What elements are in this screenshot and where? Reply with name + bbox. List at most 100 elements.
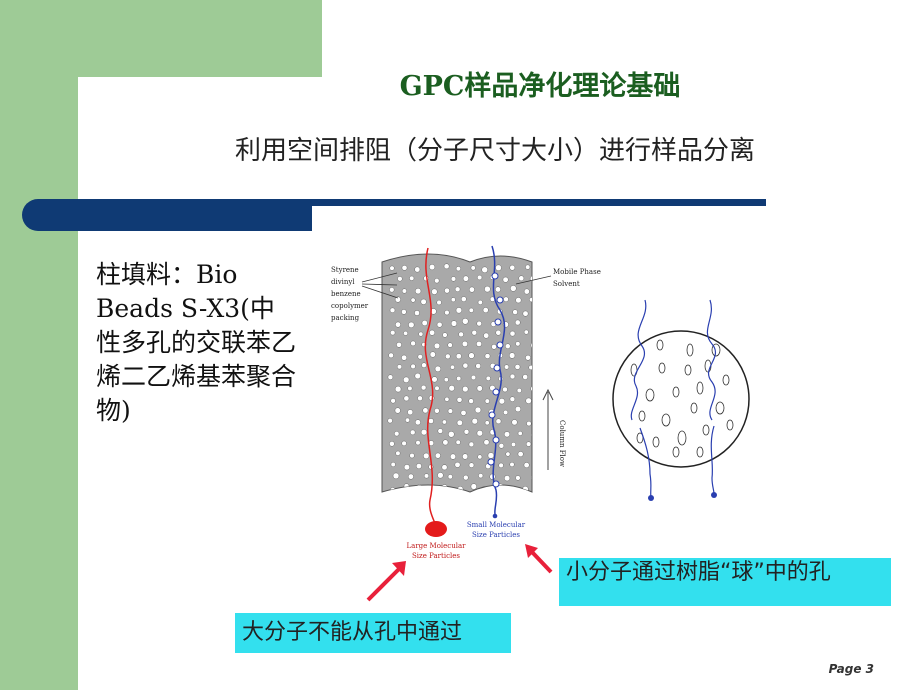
red-arrow-to-large xyxy=(366,561,406,602)
pore-bead xyxy=(450,364,455,370)
pore-bead xyxy=(387,418,393,424)
pore-bead xyxy=(532,409,536,413)
pore-bead xyxy=(441,484,448,491)
pore-bead xyxy=(423,473,430,479)
pore-bead xyxy=(409,452,415,459)
column-flow-arrow xyxy=(542,388,554,470)
sphere-pore xyxy=(696,381,704,395)
pore-bead xyxy=(415,440,421,446)
pore-bead xyxy=(395,321,401,328)
pore-bead xyxy=(401,440,407,447)
pore-bead xyxy=(407,409,414,416)
pore-bead xyxy=(390,398,396,404)
pore-bead xyxy=(394,431,400,437)
pore-bead xyxy=(423,452,430,460)
pore-bead xyxy=(503,409,509,415)
slide-title: GPC样品净化理论基础 xyxy=(399,71,681,102)
pore-bead xyxy=(470,265,476,271)
pore-bead xyxy=(403,395,410,402)
pore-bead xyxy=(484,353,491,359)
pore-bead xyxy=(495,286,501,293)
pore-bead xyxy=(436,299,442,306)
pore-bead xyxy=(522,310,529,317)
small-particles-label-line: Size Particles xyxy=(472,531,520,539)
resin-bead-sphere xyxy=(612,330,750,468)
pore-bead xyxy=(478,473,484,479)
pore-bead xyxy=(476,340,482,347)
pore-bead xyxy=(468,352,475,359)
pore-bead xyxy=(477,299,483,305)
pore-stop xyxy=(496,341,504,349)
pore-bead xyxy=(394,385,402,393)
pore-bead xyxy=(388,352,394,359)
pore-bead xyxy=(522,374,529,380)
mobile-phase-label-line: Solvent xyxy=(553,280,580,288)
pore-bead xyxy=(394,407,401,414)
pore-bead xyxy=(443,263,450,270)
pore-bead xyxy=(455,266,461,272)
pore-bead xyxy=(442,332,448,338)
green-top-band xyxy=(0,0,322,77)
large-molecule-path xyxy=(424,247,437,527)
page-number: Page 3 xyxy=(828,662,874,676)
pore-bead xyxy=(434,408,440,414)
sphere-exit-particle xyxy=(711,492,717,498)
pore-bead xyxy=(392,472,400,480)
pore-bead xyxy=(526,420,532,427)
pore-bead xyxy=(456,396,463,403)
pore-bead xyxy=(407,385,413,391)
sphere-exit-particle xyxy=(648,495,654,501)
pore-bead xyxy=(509,461,515,468)
pore-bead xyxy=(414,310,420,316)
pore-bead xyxy=(447,474,453,480)
pore-bead xyxy=(401,264,408,271)
pore-bead xyxy=(475,363,482,369)
sphere-pore xyxy=(686,343,694,357)
pore-bead xyxy=(474,406,482,414)
sphere-pore xyxy=(672,446,680,458)
pore-bead xyxy=(445,353,451,360)
pore-bead xyxy=(510,285,517,292)
column-flow-label: Column Flow xyxy=(558,420,566,467)
pore-stop xyxy=(487,458,495,466)
pore-bead xyxy=(456,419,463,426)
sphere-pore xyxy=(645,388,655,402)
pore-bead xyxy=(515,341,521,347)
sphere-pore xyxy=(677,430,687,446)
pore-bead xyxy=(447,408,454,414)
pore-bead xyxy=(433,342,441,350)
pore-bead xyxy=(437,428,444,434)
pore-bead xyxy=(414,266,421,273)
pore-bead xyxy=(462,453,469,460)
mobile-phase-label-line: Mobile Phase xyxy=(553,268,601,276)
large-particles-label-line: Large Molecular xyxy=(407,542,467,550)
packing-label-line: benzene xyxy=(331,290,361,298)
pore-bead xyxy=(395,450,401,456)
pore-bead xyxy=(481,266,488,274)
pore-bead xyxy=(462,385,469,393)
pore-bead xyxy=(525,441,532,447)
pore-bead xyxy=(483,439,490,446)
small-molecule-path xyxy=(491,245,506,515)
pore-bead xyxy=(509,264,516,271)
callout-small-molecule: 小分子通过树脂“球”中的孔 xyxy=(559,558,891,606)
pore-bead xyxy=(516,387,522,394)
pore-bead xyxy=(420,429,428,436)
pore-bead xyxy=(468,462,475,468)
sphere-pore xyxy=(702,424,710,436)
pore-bead xyxy=(429,351,436,358)
pore-bead xyxy=(448,431,455,438)
sphere-pore xyxy=(690,402,698,414)
navy-accent-bar xyxy=(22,199,312,231)
pore-bead xyxy=(532,451,537,456)
pore-bead xyxy=(429,264,436,271)
pore-bead xyxy=(514,319,521,326)
pore-bead xyxy=(444,309,450,316)
pore-bead xyxy=(505,343,511,349)
pore-bead xyxy=(414,372,421,380)
sphere-pore xyxy=(672,386,680,398)
pore-bead xyxy=(468,398,474,404)
packing-label-line: divinyl xyxy=(331,278,355,286)
pore-bead xyxy=(409,275,415,281)
pore-bead xyxy=(455,439,461,445)
